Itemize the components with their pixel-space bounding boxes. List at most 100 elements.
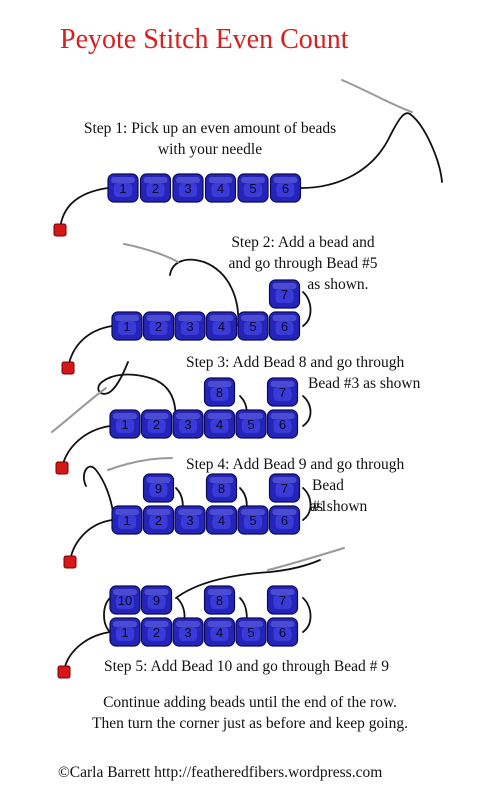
row-1-bead-6-label: 6 <box>282 181 289 196</box>
thread-row-5-loop-d <box>103 597 111 633</box>
row-3-bead-4: 4 <box>203 409 236 439</box>
step-2-text: Step 2: Add a bead and and go through Be… <box>208 232 398 295</box>
row-5-bead-7-label: 7 <box>279 593 286 608</box>
step-4-line-3: #1 <box>186 496 404 517</box>
row-4-bead-6: 6 <box>268 505 301 535</box>
row-1-bead-1-label: 1 <box>119 181 126 196</box>
row-4-bead-5-label: 5 <box>249 513 256 528</box>
row-3-bead-8: 8 <box>203 377 236 407</box>
row-1-bead-5: 5 <box>237 173 269 203</box>
row-4-bead-7: 7 <box>268 473 301 503</box>
thread-row-2-up <box>169 258 240 327</box>
row-5-stop-bead <box>57 665 71 679</box>
row-2-bead-6-label: 6 <box>281 319 288 334</box>
thread-row-2-loop <box>302 291 312 327</box>
row-4-bead-3-label: 3 <box>186 513 193 528</box>
row-1-bead-1: 1 <box>107 173 139 203</box>
needle-row-1 <box>341 79 413 113</box>
row-4-bead-9: 9 <box>142 473 175 503</box>
row-5-bead-5-label: 5 <box>247 625 254 640</box>
row-5-bead-6-label: 6 <box>279 625 286 640</box>
row-4-bead-7-label: 7 <box>281 481 288 496</box>
row-5-bead-6: 6 <box>266 617 299 647</box>
row-2-bead-7: 7 <box>268 279 301 309</box>
thread-row-4-tail <box>69 519 113 563</box>
row-5-bead-7: 7 <box>266 585 299 615</box>
needle-row-4 <box>107 457 173 471</box>
thread-row-2-tail <box>67 325 113 369</box>
conclusion-text: Continue adding beads until the end of t… <box>40 692 460 734</box>
row-2-bead-4-label: 4 <box>218 319 225 334</box>
row-5-bead-4-label: 4 <box>216 625 223 640</box>
conclusion-line-1: Continue adding beads until the end of t… <box>103 694 397 711</box>
row-1-bead-4-label: 4 <box>217 181 224 196</box>
thread-row-3-curl <box>97 361 129 395</box>
row-5-bead-3: 3 <box>172 617 204 647</box>
step-4-text: Step 4: Add Bead 9 and go through Bead #… <box>186 454 404 517</box>
step-5-text: Step 5: Add Bead 10 and go through Bead … <box>104 658 389 675</box>
row-5-bead-9: 9 <box>140 585 173 615</box>
row-5-bead-1-label: 1 <box>121 625 128 640</box>
row-5-bead-10: 10 <box>109 585 141 615</box>
step-2-line-2: and go through Bead #5 <box>228 255 378 272</box>
row-3-bead-8-label: 8 <box>216 385 223 400</box>
thread-row-4-loop-a <box>302 487 312 521</box>
thread-row-5-loop-a <box>302 597 312 633</box>
row-3-bead-6-label: 6 <box>279 417 286 432</box>
row-4-bead-8: 8 <box>205 473 238 503</box>
row-3-bead-2-label: 2 <box>153 417 160 432</box>
needle-row-3 <box>51 387 107 433</box>
row-4-bead-2: 2 <box>142 505 175 535</box>
row-4-bead-5: 5 <box>237 505 269 535</box>
thread-row-3-tail <box>61 425 111 469</box>
row-5-bead-3-label: 3 <box>184 625 191 640</box>
row-3-bead-4-label: 4 <box>216 417 223 432</box>
step-4-line-4: as shown <box>310 498 368 515</box>
row-1-bead-4: 4 <box>204 173 237 203</box>
step-3-line-1: Step 3: Add Bead 8 and go through <box>186 354 405 371</box>
row-5-bead-1: 1 <box>109 617 141 647</box>
threads <box>51 79 443 673</box>
row-3-bead-5: 5 <box>235 409 267 439</box>
row-2-bead-5-label: 5 <box>249 319 256 334</box>
row-2-bead-5: 5 <box>237 311 269 341</box>
thread-row-1-tail <box>59 187 109 231</box>
row-2-bead-2: 2 <box>142 311 175 341</box>
row-4-bead-6-label: 6 <box>281 513 288 528</box>
row-3-bead-1-label: 1 <box>121 417 128 432</box>
row-2-bead-1-label: 1 <box>123 319 130 334</box>
row-2-bead-4: 4 <box>205 311 238 341</box>
row-4-stop-bead <box>63 555 77 569</box>
row-5-bead-9-label: 9 <box>153 593 160 608</box>
row-2-stop-bead <box>61 361 75 375</box>
row-2-bead-1: 1 <box>111 311 143 341</box>
row-5-bead-8: 8 <box>203 585 236 615</box>
thread-row-1-lead <box>300 112 411 189</box>
row-2-bead-3: 3 <box>174 311 206 341</box>
row-4-bead-4-label: 4 <box>218 513 225 528</box>
step-3-text: Step 3: Add Bead 8 and go through Bead #… <box>186 352 420 394</box>
row-5-bead-8-label: 8 <box>216 593 223 608</box>
row-3-bead-7-label: 7 <box>279 385 286 400</box>
needle-row-2 <box>123 243 179 263</box>
row-1-bead-5-label: 5 <box>249 181 256 196</box>
row-3-bead-3-label: 3 <box>184 417 191 432</box>
thread-row-5-lead <box>175 559 321 599</box>
step-4-line-2: Bead <box>186 475 404 496</box>
row-3-bead-1: 1 <box>109 409 141 439</box>
row-5-bead-2-label: 2 <box>153 625 160 640</box>
row-3-stop-bead <box>55 461 69 475</box>
step-1-line-1: Step 1: Pick up an even amount of beads <box>83 120 337 137</box>
row-3-bead-6: 6 <box>266 409 299 439</box>
row-5-bead-10-label: 10 <box>118 593 132 608</box>
thread-row-3-loop-a <box>302 395 312 427</box>
row-2-bead-6: 6 <box>268 311 301 341</box>
footer-credit: ©Carla Barrett http://featheredfibers.wo… <box>58 762 382 783</box>
step-4-line-1: Step 4: Add Bead 9 and go through <box>186 456 405 473</box>
footer-text: Carla Barrett http://featheredfibers.wor… <box>69 764 383 781</box>
needle-row-5 <box>267 547 345 571</box>
row-5-bead-2: 2 <box>140 617 173 647</box>
row-4-bead-8-label: 8 <box>218 481 225 496</box>
row-1-bead-3: 3 <box>172 173 204 203</box>
